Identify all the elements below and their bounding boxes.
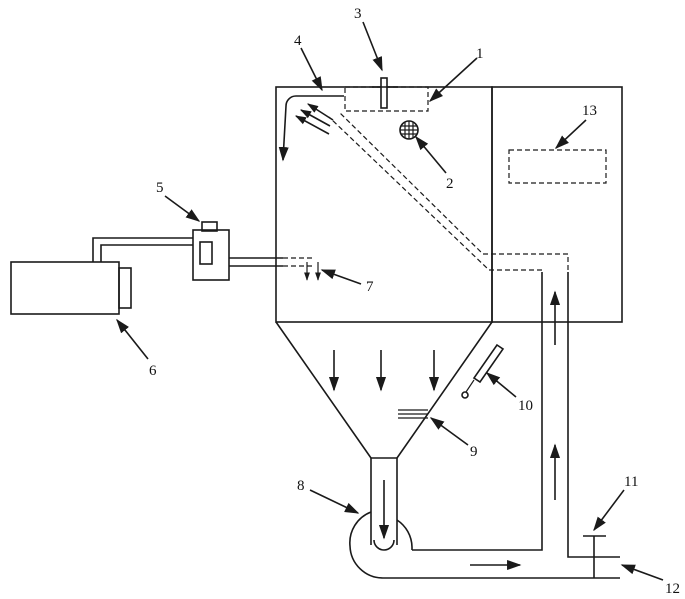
fan-inner-curve	[373, 539, 395, 551]
leader-5	[164, 195, 201, 222]
air-jet-arrow	[300, 109, 331, 127]
leader-13	[554, 119, 587, 149]
label-11: 11	[624, 474, 638, 490]
label-8: 8	[297, 478, 305, 494]
label-5: 5	[156, 180, 164, 196]
component-5-pump	[192, 229, 230, 281]
label-13: 13	[582, 103, 597, 119]
pump-window	[199, 241, 213, 265]
leader-1	[428, 57, 478, 102]
hot-air-duct-lower	[328, 116, 542, 271]
leader-8	[309, 489, 360, 514]
label-3: 3	[354, 6, 362, 22]
leader-9	[429, 417, 469, 446]
leader-2	[415, 135, 447, 174]
hot-air-duct-upper	[339, 112, 569, 270]
collection-cone	[275, 321, 493, 459]
component-13-box	[508, 149, 607, 184]
label-4: 4	[294, 33, 302, 49]
label-6: 6	[149, 363, 157, 379]
component-7-nozzle	[283, 257, 312, 267]
leader-7	[320, 269, 362, 285]
leader-6	[116, 318, 149, 360]
component-9-sensor	[398, 409, 428, 419]
feed-pipe	[229, 257, 283, 267]
supply-line	[92, 237, 193, 262]
leader-12	[620, 564, 664, 581]
air-outlet-arrow	[278, 95, 344, 162]
label-12: 12	[665, 581, 680, 597]
air-jet-arrow	[295, 115, 330, 135]
leader-3	[362, 21, 383, 72]
intake-duct-top	[567, 272, 620, 558]
fan-housing-right	[396, 519, 413, 550]
label-2: 2	[446, 176, 454, 192]
leader-4	[300, 47, 323, 92]
pump-cap	[201, 221, 218, 232]
return-duct-outer	[412, 272, 543, 551]
label-7: 7	[366, 279, 374, 295]
component-6-tank	[10, 261, 120, 315]
label-9: 9	[470, 444, 478, 460]
side-cabinet	[491, 86, 623, 323]
label-10: 10	[518, 398, 533, 414]
fan-housing-left	[349, 511, 460, 579]
component-11-valve	[583, 535, 606, 578]
component-3-atomizer	[380, 77, 388, 109]
tank-end-cap	[118, 267, 132, 309]
leader-11	[593, 489, 625, 532]
component-2-mesh-sphere	[399, 120, 419, 140]
label-1: 1	[476, 46, 484, 62]
leader-10	[485, 372, 517, 398]
air-jet-arrow	[307, 103, 334, 121]
cone-outlet-pipe	[370, 457, 398, 545]
component-10-thermometer	[461, 343, 505, 399]
